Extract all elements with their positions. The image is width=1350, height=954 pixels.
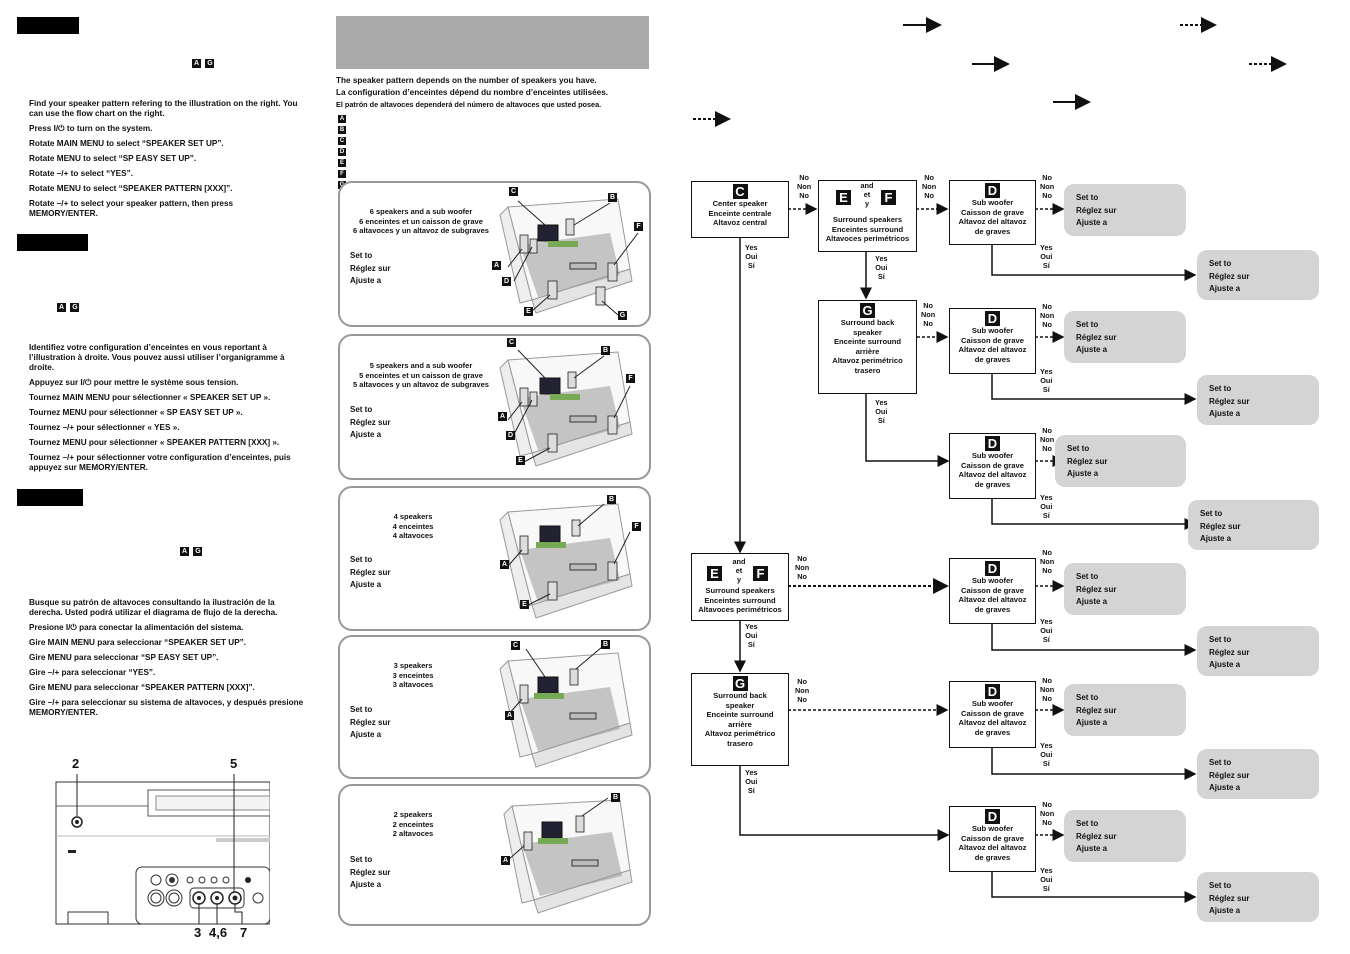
- french-section-header: [17, 234, 88, 251]
- callout-2: 2: [72, 756, 80, 771]
- french-letter-refs: A G: [57, 303, 80, 312]
- letter-legend: A B C D E F G: [338, 112, 348, 189]
- spanish-section-header: [17, 489, 83, 506]
- english-letter-refs: A G: [192, 59, 215, 68]
- french-steps: Identifiez votre configuration d’enceint…: [29, 343, 291, 472]
- pattern-header-bar: [336, 16, 649, 69]
- spanish-letter-refs: A G: [180, 547, 203, 556]
- callout-5: 5: [230, 756, 238, 771]
- pattern-intro: The speaker pattern depends on the numbe…: [336, 76, 609, 109]
- receiver-illustration: [55, 774, 270, 925]
- callout-3: 3: [194, 925, 202, 940]
- english-section-header: [17, 17, 79, 34]
- callout-4-6: 4,6: [209, 925, 228, 940]
- flowchart-lines: [693, 17, 1287, 903]
- callout-7: 7: [240, 925, 248, 940]
- spanish-steps: Busque su patrón de altavoces consultand…: [29, 598, 304, 717]
- english-steps: Find your speaker pattern refering to th…: [29, 99, 298, 218]
